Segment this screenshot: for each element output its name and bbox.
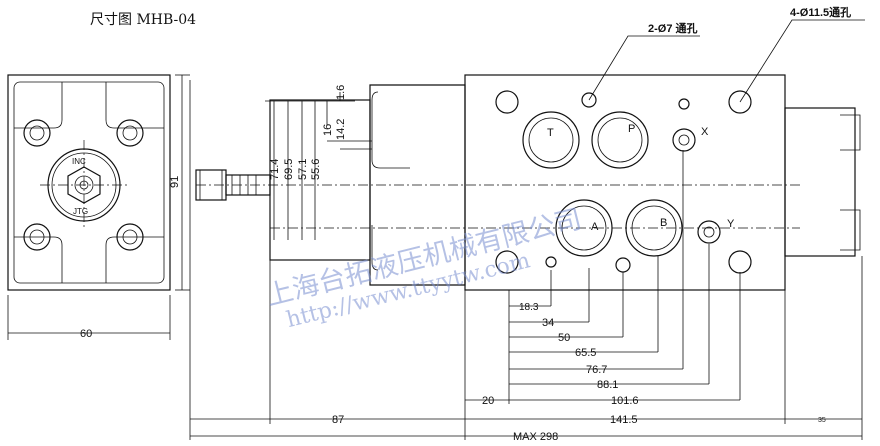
port-y-label: Y: [727, 218, 735, 230]
dimension-label: 50: [558, 332, 570, 344]
bolt-icon: [23, 119, 144, 251]
dimension-label: JTG: [73, 207, 88, 216]
dimension-label: 34: [542, 317, 554, 329]
dimension-label: 69.5: [283, 159, 295, 180]
port-x-label: X: [701, 126, 709, 138]
dimension-label: 20: [482, 395, 494, 407]
dimension-label: INC: [72, 157, 86, 166]
small-holes-callout: 2-Ø7 通孔: [648, 22, 698, 35]
dimension-label: 1.6: [335, 85, 347, 100]
dimension-label: 88.1: [597, 379, 618, 391]
dimension-label: 101.6: [611, 395, 639, 407]
port-t-label: T: [547, 127, 554, 139]
dimension-label: 76.7: [586, 364, 607, 376]
dimension-label: MAX 298: [513, 431, 558, 443]
front-view: T P A B X Y 2-Ø7 通孔 4-Ø11.5通孔 71.4 69.5 …: [189, 6, 865, 443]
dimension-label: 141.5: [610, 414, 638, 426]
port-b-label: B: [660, 217, 667, 229]
adjust-knob-icon: INC JTG: [40, 140, 130, 230]
dimension-label: 14.2: [335, 119, 347, 140]
dimension-label: 87: [332, 414, 344, 426]
dimension-label: 16: [322, 124, 334, 136]
port-p-label: P: [628, 123, 635, 135]
dimension-label: 18.3: [519, 302, 539, 313]
port-icon: [522, 111, 721, 257]
drawing-title: 尺寸图 MHB-04: [90, 12, 196, 28]
dimension-label: 55.6: [310, 159, 322, 180]
dimension-label: 65.5: [575, 347, 596, 359]
port-a-label: A: [591, 221, 599, 233]
side-view: INC JTG 60 91: [7, 74, 190, 340]
width-dim: 60: [80, 328, 92, 340]
height-dim: 91: [169, 176, 181, 188]
dimension-label: 57.1: [297, 159, 309, 180]
large-holes-callout: 4-Ø11.5通孔: [790, 6, 851, 19]
dimension-label: 71.4: [269, 159, 281, 180]
dimension-label: 35: [818, 417, 826, 424]
